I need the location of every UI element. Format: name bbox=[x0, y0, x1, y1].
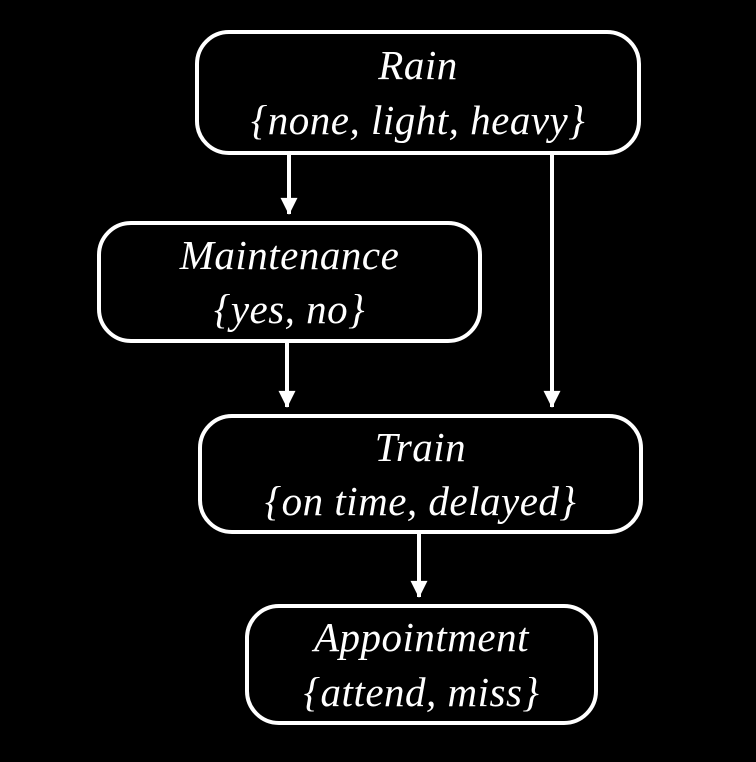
node-train-values: {on time, delayed} bbox=[264, 478, 577, 524]
node-maintenance-title: Maintenance bbox=[179, 231, 400, 278]
node-appointment-title: Appointment bbox=[313, 614, 530, 661]
node-maintenance-values: {yes, no} bbox=[213, 286, 366, 332]
node-rain-title: Rain bbox=[378, 42, 458, 89]
node-appointment: Appointment {attend, miss} bbox=[245, 604, 598, 725]
node-train: Train {on time, delayed} bbox=[198, 414, 643, 534]
node-rain-values: {none, light, heavy} bbox=[250, 96, 586, 143]
node-rain: Rain {none, light, heavy} bbox=[195, 30, 641, 155]
node-train-title: Train bbox=[374, 423, 467, 470]
node-maintenance: Maintenance {yes, no} bbox=[97, 221, 482, 343]
node-appointment-values: {attend, miss} bbox=[303, 668, 540, 715]
